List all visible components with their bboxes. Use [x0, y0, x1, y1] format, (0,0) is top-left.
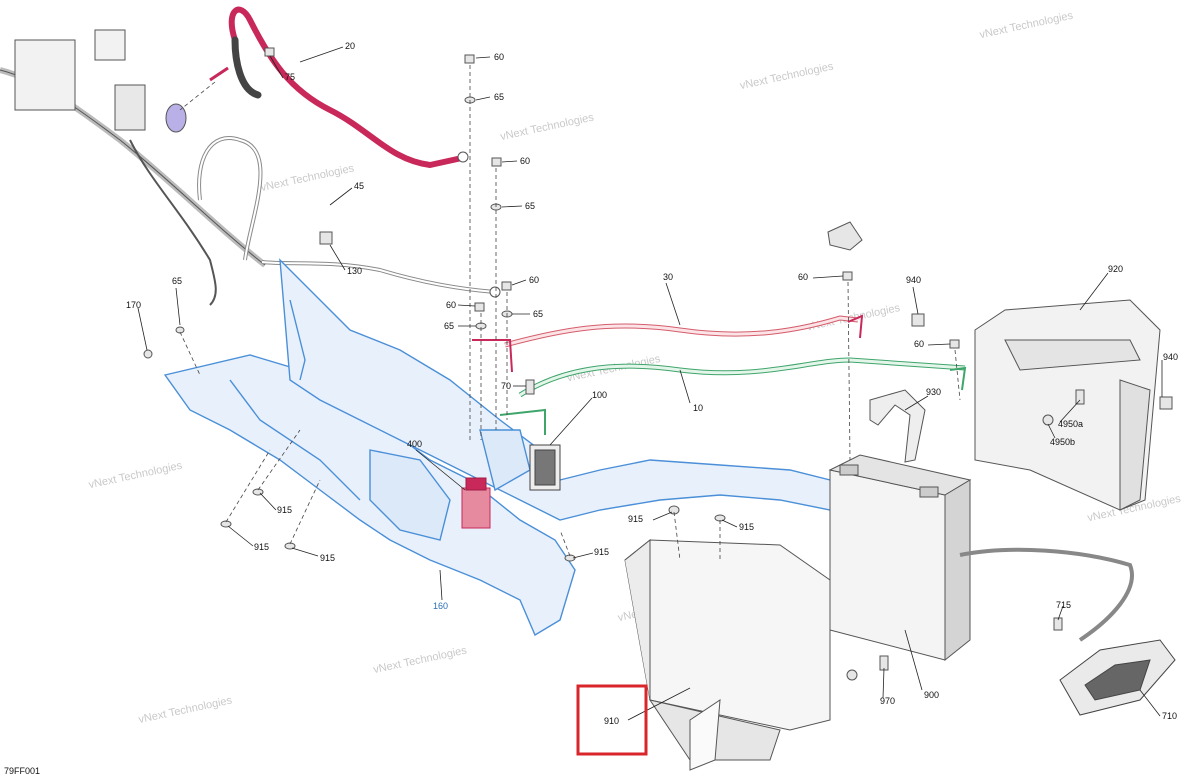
battery-box	[624, 538, 831, 771]
watermark-text: vNext Technologies	[499, 111, 595, 143]
callout-160: 160	[433, 601, 448, 611]
battery	[828, 454, 972, 662]
terminal-block	[461, 477, 491, 529]
callout-4950b: 4950b	[1050, 437, 1075, 447]
callout-60: 60	[446, 300, 456, 310]
callout-45: 45	[354, 181, 364, 191]
callout-20: 20	[345, 41, 355, 51]
callout-920: 920	[1108, 264, 1123, 274]
callout-900: 900	[924, 690, 939, 700]
callout-130: 130	[347, 266, 362, 276]
callout-4950a: 4950a	[1058, 419, 1083, 429]
callout-labels: 20 75 60 65 60 65 45 130 65 170 60 65 60…	[126, 41, 1178, 726]
assembly-lines	[179, 65, 961, 561]
watermark-text: vNext Technologies	[260, 162, 356, 194]
tail-light	[959, 547, 1176, 716]
callout-915: 915	[277, 505, 292, 515]
callout-970: 970	[880, 696, 895, 706]
callout-65: 65	[533, 309, 543, 319]
callout-910: 910	[604, 716, 619, 726]
fuse-block	[529, 444, 561, 491]
callout-65: 65	[172, 276, 182, 286]
callout-65: 65	[444, 321, 454, 331]
callout-60: 60	[798, 272, 808, 282]
leader-lines	[137, 46, 1163, 721]
watermark-text: vNext Technologies	[979, 10, 1075, 42]
battery-cover	[974, 299, 1161, 511]
callout-915: 915	[594, 547, 609, 557]
callout-915: 915	[628, 514, 643, 524]
ground-cable	[197, 136, 501, 298]
callout-400: 400	[407, 439, 422, 449]
callout-915: 915	[254, 542, 269, 552]
battery-support-frame	[163, 258, 852, 637]
callout-65: 65	[494, 92, 504, 102]
callout-65: 65	[525, 201, 535, 211]
callout-10: 10	[693, 403, 703, 413]
callout-715: 715	[1056, 600, 1071, 610]
callout-710: 710	[1162, 711, 1177, 721]
wiring-harness	[0, 29, 267, 306]
callout-60: 60	[494, 52, 504, 62]
highlight-box	[576, 684, 648, 756]
red-cable	[472, 314, 864, 373]
callout-940: 940	[1163, 352, 1178, 362]
callout-100: 100	[592, 390, 607, 400]
callout-75: 75	[285, 72, 295, 82]
callout-915: 915	[320, 553, 335, 563]
callout-70: 70	[501, 381, 511, 391]
callout-30: 30	[663, 272, 673, 282]
watermark-text: vNext Technologies	[88, 460, 184, 492]
watermark-text: vNext Technologies	[138, 694, 234, 726]
battery-strap	[869, 389, 926, 463]
positive-cable	[165, 6, 469, 169]
callout-60: 60	[520, 156, 530, 166]
watermark-text: vNext Technologies	[739, 60, 835, 92]
callout-940: 940	[906, 275, 921, 285]
callout-170: 170	[126, 300, 141, 310]
callout-60: 60	[914, 339, 924, 349]
hardware	[143, 47, 1173, 681]
callout-915: 915	[739, 522, 754, 532]
watermark-text: vNext Technologies	[372, 644, 468, 676]
figure-id: 79FF001	[4, 766, 41, 776]
callout-60: 60	[529, 275, 539, 285]
callout-930: 930	[926, 387, 941, 397]
